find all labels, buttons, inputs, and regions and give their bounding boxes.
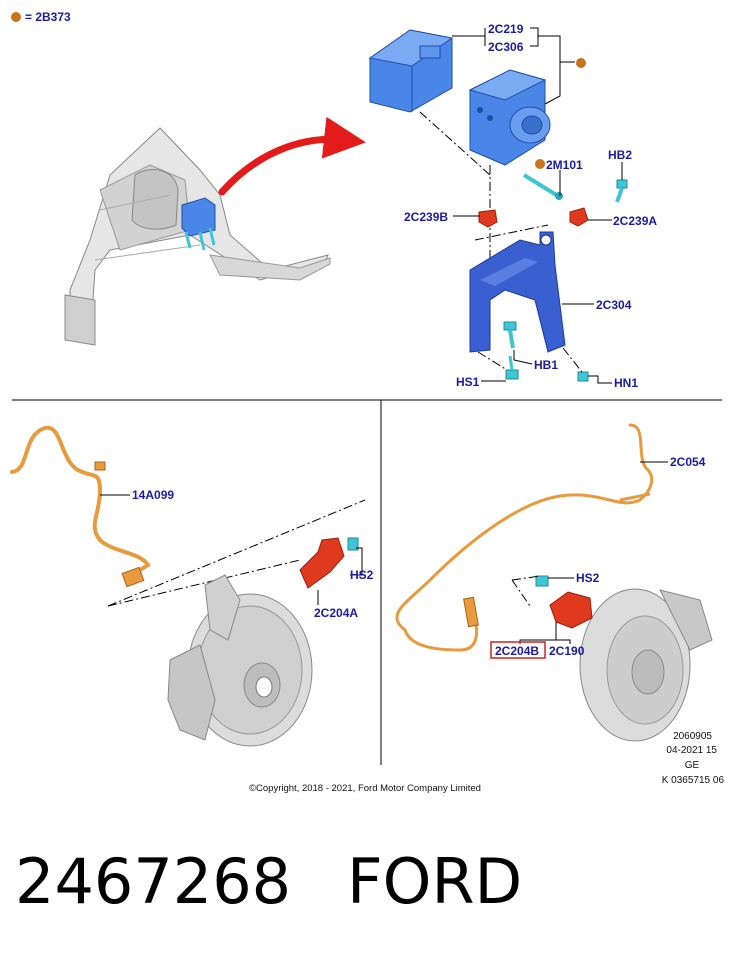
bolt-2m101 [522,173,563,200]
legend: = 2B373 [11,10,71,24]
label-2c239a: 2C239A [613,214,657,228]
front-brake-assembly [167,574,313,747]
nut-hn1 [577,371,589,382]
part-number: 2467268 [15,845,291,918]
bracket-2c304 [469,231,566,353]
label-14a099: 14A099 [132,488,174,502]
bolt-hb1 [503,321,517,349]
ref-line-2: 04-2021 15 [666,745,717,756]
label-2c054: 2C054 [670,455,706,469]
grommet-2c239a [569,207,589,227]
copyright-text: ©Copyright, 2018 - 2021, Ford Motor Comp… [249,783,481,794]
label-hb2: HB2 [608,148,632,162]
label-hs2-rear: HS2 [576,571,600,585]
leader-lines-top [452,27,623,384]
harness-14a099 [10,425,151,588]
vehicle-front-structure [64,127,331,346]
label-hs2-front: HS2 [350,568,374,582]
reference-block: 2060905 04-2021 15 GE K 0365715 06 [662,731,725,786]
label-2m101: 2M101 [546,158,583,172]
grommet-2c239b [478,209,498,228]
bolt-hb2 [615,179,628,203]
label-2c190: 2C190 [549,644,585,658]
label-2c239b: 2C239B [404,210,448,224]
label-2c304: 2C304 [596,298,632,312]
red-curved-arrow-icon [218,116,366,196]
harness-2c054 [395,423,654,652]
rear-brake-assembly [579,588,713,742]
abs-module-2c219 [368,29,454,113]
label-2c204a: 2C204A [314,606,358,620]
orange-dot-icon [11,12,21,22]
wheel-speed-sensor-2c204a [299,537,359,589]
label-hn1: HN1 [614,376,638,390]
ref-line-3: GE [685,760,700,771]
ref-line-4: K 0365715 06 [662,775,725,786]
label-2c306: 2C306 [488,40,524,54]
label-2c219: 2C219 [488,22,524,36]
label-hs1: HS1 [456,375,480,389]
hydraulic-unit-2c306 [468,69,551,166]
bolt-hs1 [505,355,519,380]
orange-dot-icon [535,159,545,169]
brand-name: FORD [347,845,522,918]
highlight-box-2c204b [490,641,546,659]
abs-module-in-vehicle [181,197,216,251]
label-hb1: HB1 [534,358,558,372]
label-2c204b: 2C204B [495,644,539,658]
orange-dot-icon [576,58,586,68]
legend-text: = 2B373 [25,10,71,24]
ref-line-1: 2060905 [673,731,712,742]
